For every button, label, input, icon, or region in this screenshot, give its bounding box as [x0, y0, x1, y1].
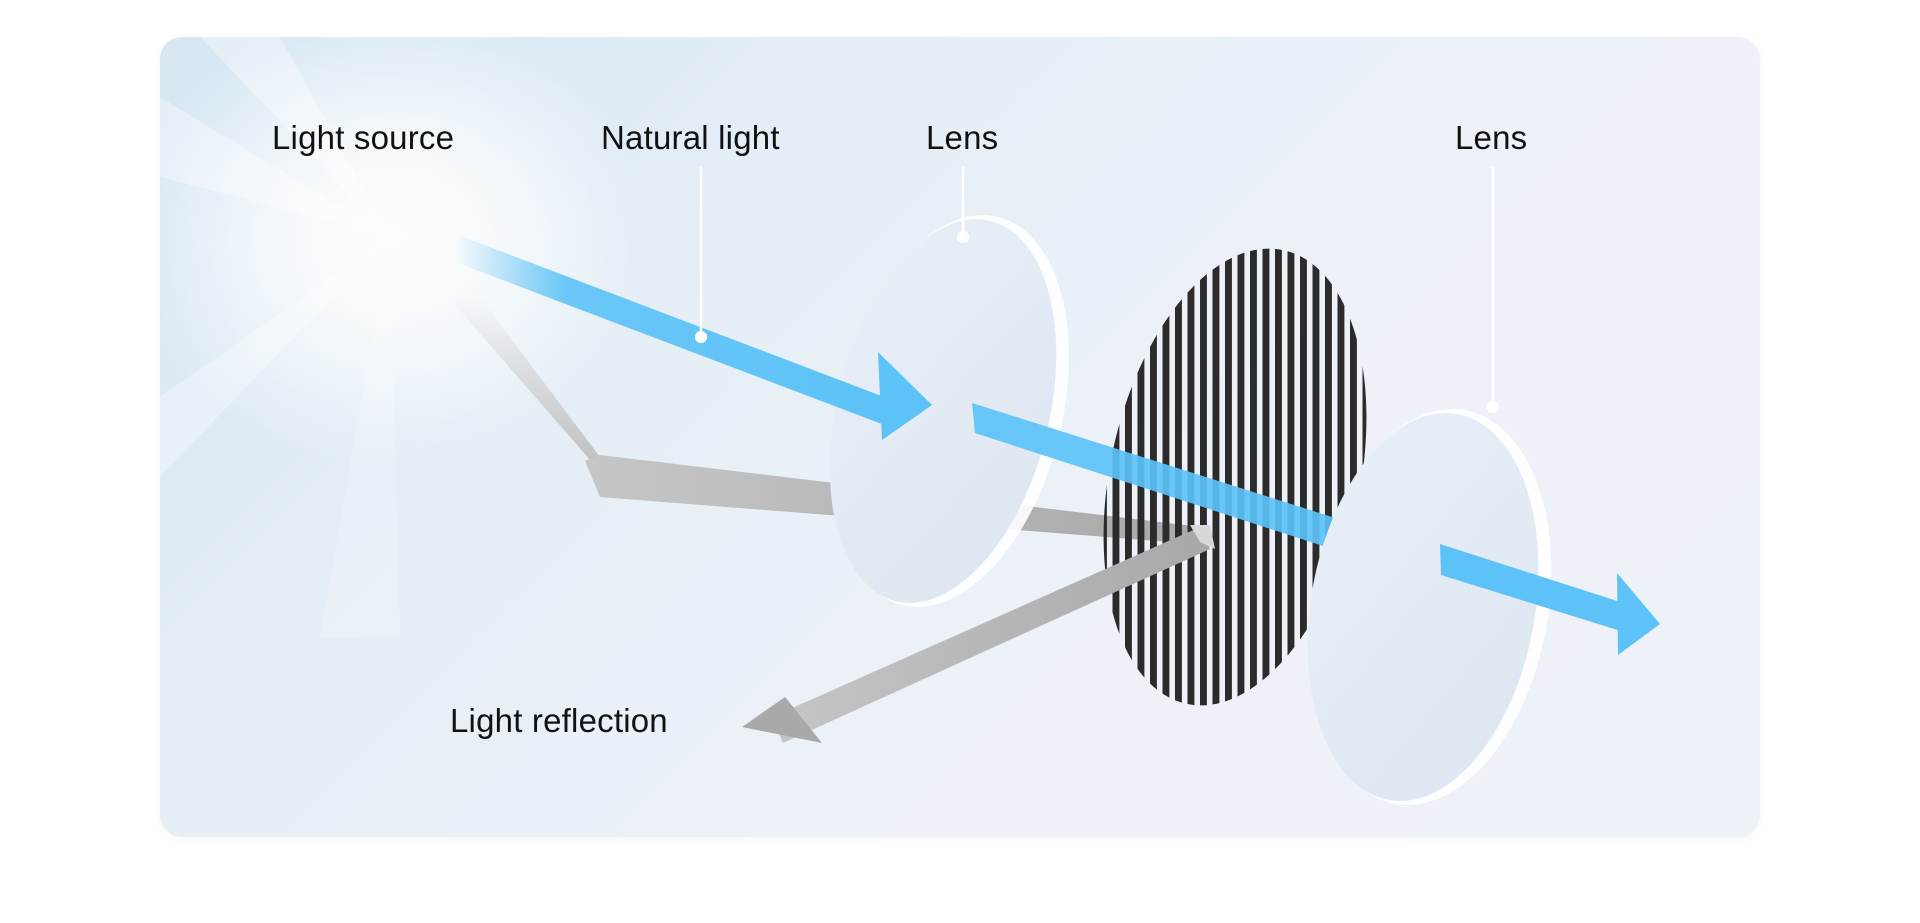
label-light-reflection: Light reflection [450, 702, 668, 739]
leader-dots [695, 231, 1499, 413]
polarizer-stripe [1275, 224, 1282, 730]
polarizer-stripe [1237, 224, 1245, 730]
natural-light-arrow [455, 235, 932, 440]
front-lens-dot [957, 231, 969, 243]
label-lens-front: Lens [926, 119, 999, 156]
polarizer-stripe [1287, 224, 1295, 730]
light-source-glow [160, 37, 650, 637]
label-lens-back: Lens [1455, 119, 1528, 156]
polarizer-stripe [1225, 224, 1232, 730]
reflected-light-arrow [742, 525, 1215, 743]
polarizer-stripe [1300, 224, 1307, 730]
back-lens-dot [1487, 401, 1499, 413]
light-polarization-diagram [160, 37, 1660, 806]
polarizer-stripe [1250, 224, 1257, 730]
transmitted-light-arrow [1440, 544, 1660, 655]
natural-light-dot [695, 331, 707, 343]
polarizer-stripe [1212, 224, 1220, 730]
front-lens [829, 215, 1069, 607]
label-light-source: Light source [272, 119, 455, 156]
polarizer-stripe [1262, 224, 1270, 730]
back-lens [1307, 408, 1552, 806]
diagram-card: Light source Natural light Lens Lens Lig… [160, 37, 1760, 837]
polarizer-stripe [1100, 224, 1107, 730]
label-natural-light: Natural light [601, 119, 780, 156]
leader-lines [699, 167, 1495, 405]
